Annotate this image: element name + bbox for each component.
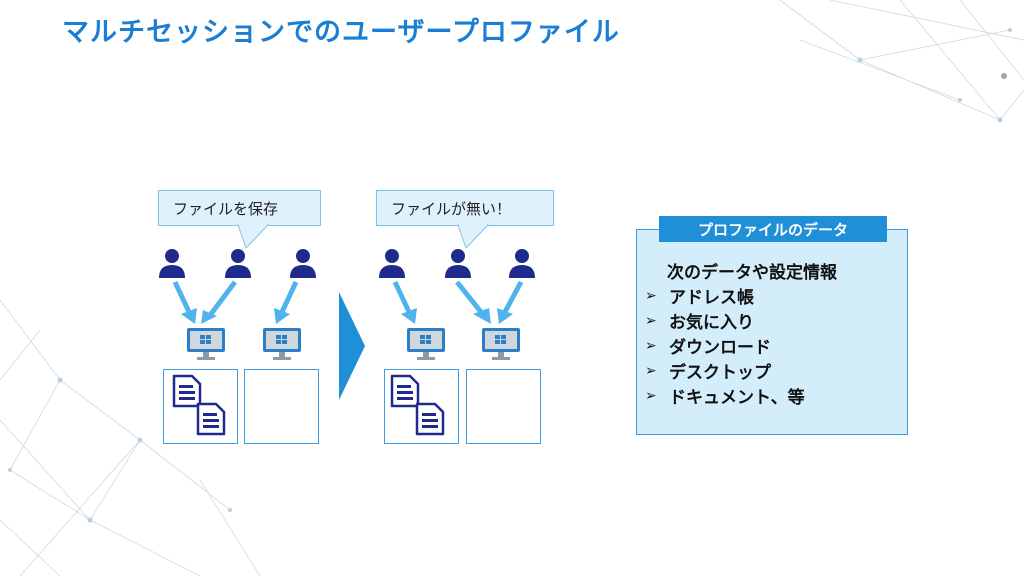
bullet-arrow-icon: ➢ [645,387,657,404]
callout-tail-right [458,224,490,249]
list-item: ➢お気に入り [645,312,754,334]
document-icon [196,402,226,436]
list-item: ➢ダウンロード [645,337,771,359]
profile-data-list: ➢アドレス帳 ➢お気に入り ➢ダウンロード ➢デスクトップ ➢ドキュメント、等 [645,283,805,409]
user-icon [225,249,251,278]
monitor-icon [263,328,301,360]
panel-lead: 次のデータや設定情報 [667,263,837,283]
document-icon [390,374,420,408]
user-icon [445,249,471,278]
panel-header: プロファイルのデータ [659,216,887,242]
callout-tail-left [238,224,270,249]
user-icon [509,249,535,278]
list-item: ➢ドキュメント、等 [645,387,805,409]
callout-left: ファイルを保存 [158,190,321,226]
user-icon [379,249,405,278]
profile-storage-box [466,369,541,444]
document-icon [415,402,445,436]
list-item: ➢アドレス帳 [645,287,754,309]
list-item: ➢デスクトップ [645,362,771,384]
profile-storage-box [244,369,319,444]
bullet-arrow-icon: ➢ [645,362,657,379]
arrows-to-pcs-right [392,280,524,324]
profile-data-panel [636,229,908,435]
bullet-arrow-icon: ➢ [645,312,657,329]
document-icon [172,374,202,408]
monitor-icon [482,328,520,360]
transition-arrow [339,292,365,400]
monitor-icon [407,328,445,360]
user-icon [290,249,316,278]
page-title: マルチセッションでのユーザープロファイル [62,17,620,48]
bullet-arrow-icon: ➢ [645,287,657,304]
user-icon [159,249,185,278]
bullet-arrow-icon: ➢ [645,337,657,354]
arrows-to-pcs-left [172,280,285,324]
arrow-to-pc [274,280,299,324]
callout-right: ファイルが無い！ [376,190,554,226]
monitor-icon [187,328,225,360]
